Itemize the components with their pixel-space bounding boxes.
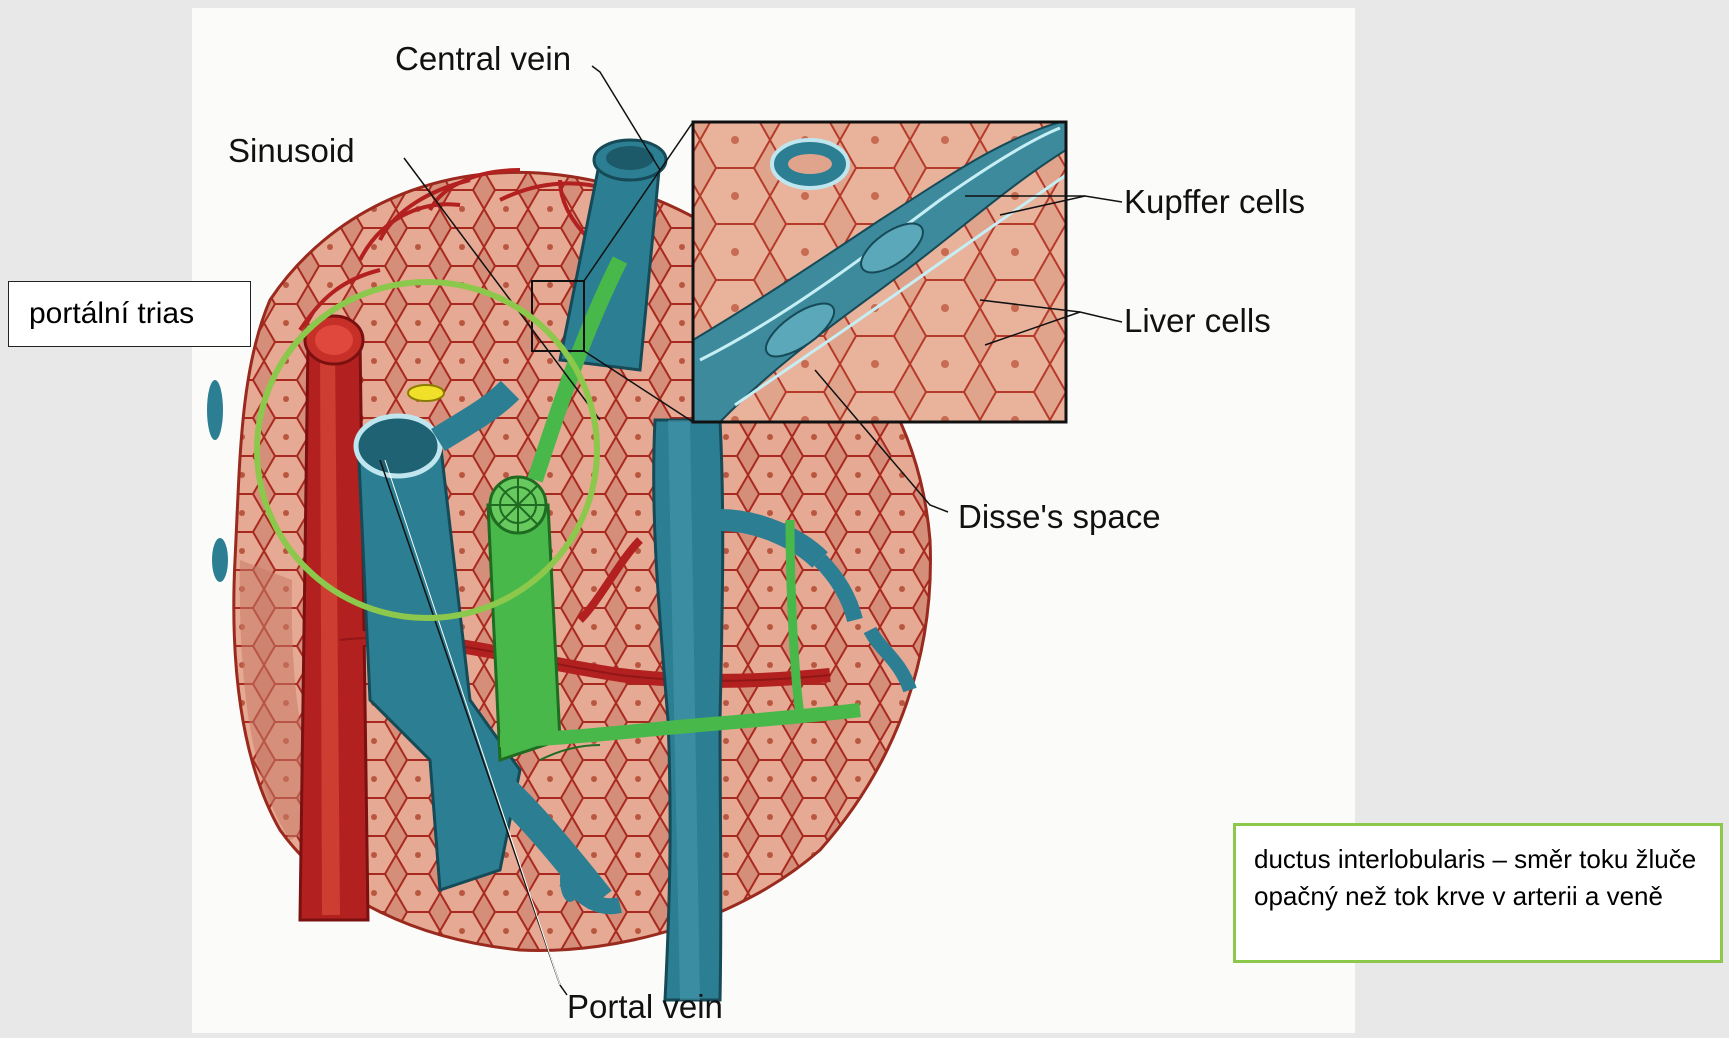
label-disses-space: Disse's space xyxy=(958,498,1161,535)
label-central-vein: Central vein xyxy=(395,40,571,77)
label-kupffer-cells: Kupffer cells xyxy=(1124,183,1305,220)
magnified-inset xyxy=(693,122,1066,422)
portal-trias-annotation: portální trias xyxy=(8,281,251,347)
lymph-vessel xyxy=(408,385,444,401)
label-liver-cells: Liver cells xyxy=(1124,302,1271,339)
label-sinusoid: Sinusoid xyxy=(228,132,355,169)
label-portal-vein: Portal vein xyxy=(567,988,723,1025)
ductus-interlobularis-note: ductus interlobularis – směr toku žluče … xyxy=(1233,823,1723,963)
